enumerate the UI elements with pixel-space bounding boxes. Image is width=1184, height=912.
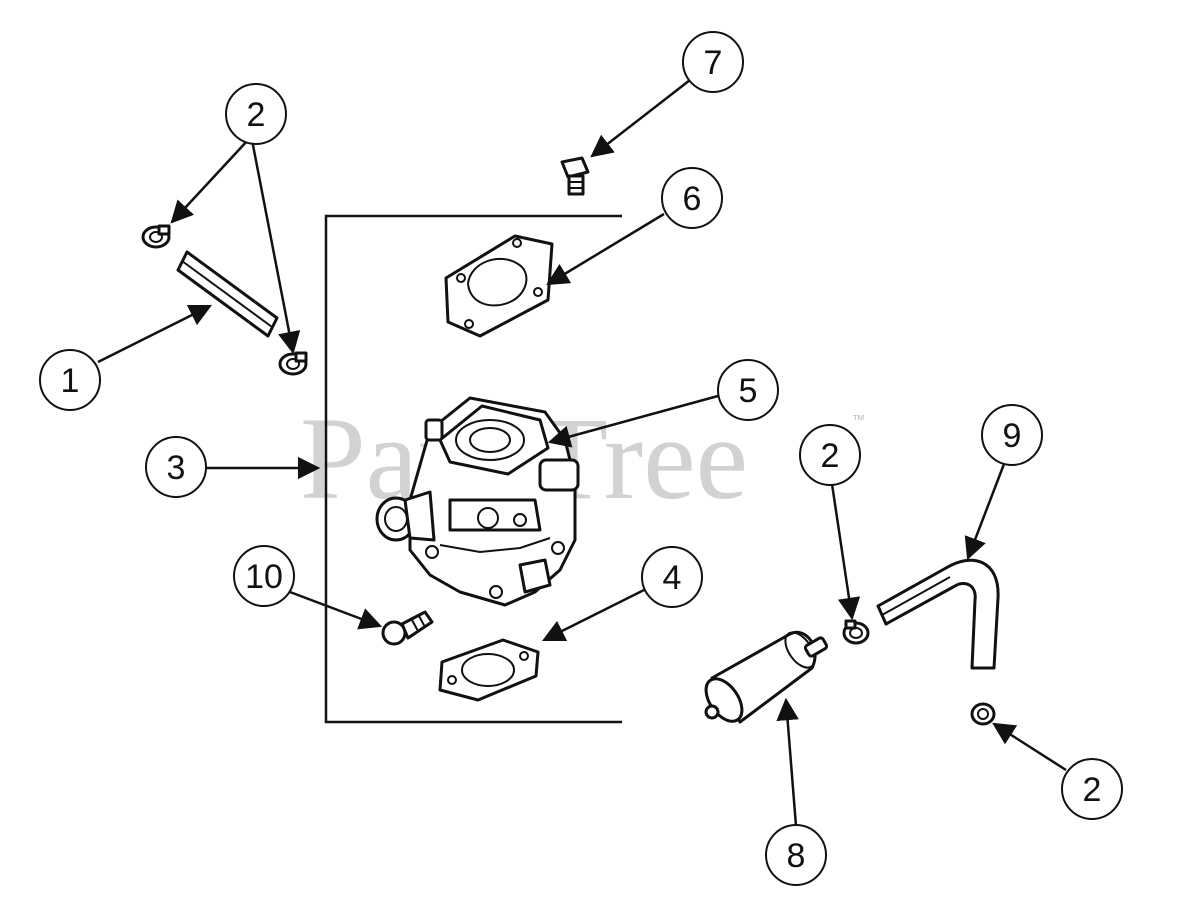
callout-2-top[interactable]: 2	[225, 83, 287, 145]
carburetor-icon	[375, 396, 580, 607]
hose-straight-icon	[176, 250, 279, 338]
callout-6[interactable]: 6	[661, 167, 723, 229]
callout-label: 8	[787, 837, 806, 875]
callout-3[interactable]: 3	[145, 436, 207, 498]
callout-label: 9	[1003, 417, 1022, 455]
hose-bent-icon	[876, 558, 1000, 670]
leader-lines	[97, 79, 1067, 827]
callout-4[interactable]: 4	[641, 546, 703, 608]
watermark-trademark: ™	[852, 412, 865, 427]
callout-7[interactable]: 7	[682, 31, 744, 93]
callout-label: 4	[663, 559, 682, 597]
callout-2-bottom[interactable]: 2	[1061, 758, 1123, 820]
gasket-upper-icon	[444, 234, 554, 338]
screw-icon	[381, 610, 434, 646]
callout-label: 3	[167, 449, 186, 487]
hose-clamp-icon	[141, 224, 171, 249]
callout-1[interactable]: 1	[39, 349, 101, 411]
callout-label: 10	[245, 558, 283, 596]
callout-label: 7	[704, 44, 723, 82]
callout-10[interactable]: 10	[233, 545, 295, 607]
gasket-lower-icon	[438, 638, 540, 702]
hose-clamp-icon	[842, 619, 870, 645]
callout-2-middle[interactable]: 2	[799, 424, 861, 486]
callout-label: 2	[1083, 771, 1102, 809]
screw-icon	[560, 156, 590, 196]
hose-clamp-icon	[278, 351, 308, 376]
callout-8[interactable]: 8	[765, 824, 827, 886]
assembly-bracket	[324, 214, 622, 724]
hose-clamp-icon	[970, 702, 996, 726]
callout-5[interactable]: 5	[717, 359, 779, 421]
callout-9[interactable]: 9	[981, 404, 1043, 466]
callout-label: 1	[61, 362, 80, 400]
fuel-filter-icon	[704, 630, 829, 724]
callout-label: 6	[683, 180, 702, 218]
callout-label: 2	[247, 96, 266, 134]
callout-label: 5	[739, 372, 758, 410]
callout-label: 2	[821, 437, 840, 475]
